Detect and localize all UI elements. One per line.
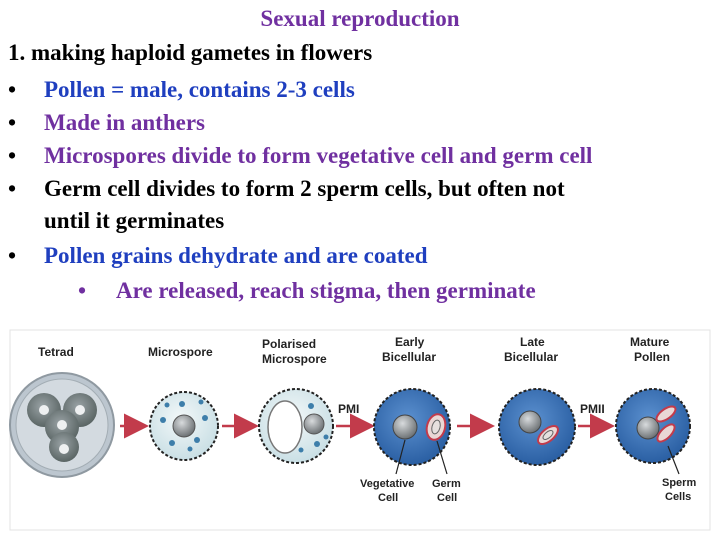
callout-line-sperm — [667, 445, 680, 475]
sub-bullet-released: Are released, reach stigma, then germina… — [116, 278, 536, 303]
pmi-label: PMI — [338, 402, 359, 416]
sub-bullet-glyph: • — [78, 278, 87, 303]
stage-label-early-bicellular: Early Bicellular — [382, 335, 436, 364]
stage-label-polarised-microspore: Polarised Microspore — [262, 337, 327, 366]
stage-label-late-bicellular: Late Bicellular — [504, 335, 558, 364]
callout-line-vegetative — [395, 439, 406, 475]
sperm-cells-label: Sperm Cells — [662, 477, 699, 503]
late-bicellular-cell — [498, 388, 576, 466]
bullet-glyph: • — [8, 110, 17, 135]
bullet-glyph: • — [8, 77, 17, 102]
heading-line: 1. making haploid gametes in flowers — [8, 40, 373, 65]
pmii-label: PMII — [580, 402, 605, 416]
bullet-glyph: • — [8, 243, 17, 268]
germ-cell-label: Germ Cell — [432, 478, 464, 504]
stage-label-mature-pollen: Mature Pollen — [630, 335, 673, 364]
slide-text-body: 1. making haploid gametes in flowers • P… — [8, 40, 593, 303]
stage-label-microspore: Microspore — [148, 345, 213, 359]
bullet-glyph: • — [8, 143, 17, 168]
vegetative-cell-label: Vegetative Cell — [360, 478, 417, 504]
polarised-microspore-cell — [258, 388, 334, 464]
bullet-glyph: • — [8, 176, 17, 201]
slide-title: Sexual reproduction — [260, 6, 460, 31]
bullet-germ-cell-continuation: until it germinates — [44, 208, 225, 233]
tetrad-cell — [9, 372, 115, 478]
bullet-made-in-anthers: Made in anthers — [44, 110, 205, 135]
bullet-germ-cell-divides: Germ cell divides to form 2 sperm cells,… — [44, 176, 565, 201]
bullet-pollen-dehydrate: Pollen grains dehydrate and are coated — [44, 243, 428, 268]
microspore-cell — [149, 391, 219, 461]
mature-pollen-cell — [615, 388, 691, 464]
bullet-microspores-divide: Microspores divide to form vegetative ce… — [44, 143, 593, 168]
figure-frame — [9, 329, 711, 531]
callout-line-germ — [436, 440, 448, 475]
bullet-pollen-male: Pollen = male, contains 2-3 cells — [44, 77, 355, 102]
stage-label-tetrad: Tetrad — [38, 345, 74, 359]
early-bicellular-cell — [373, 388, 451, 466]
